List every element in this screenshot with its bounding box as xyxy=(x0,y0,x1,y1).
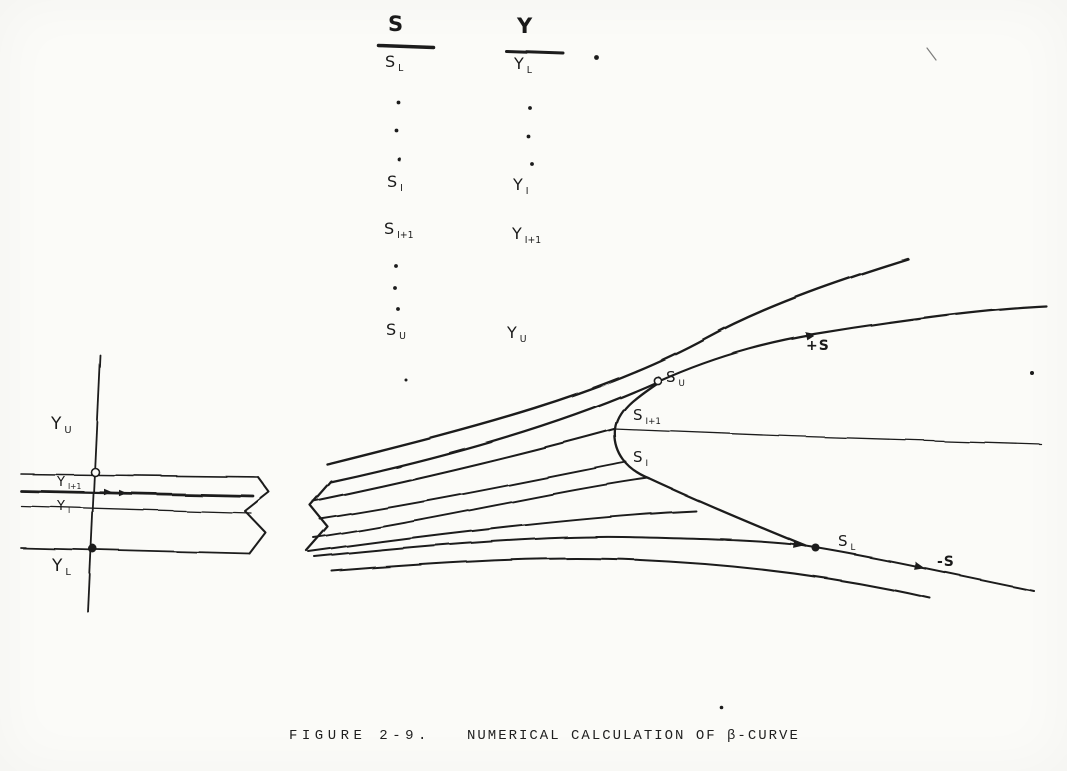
streamline-s-i xyxy=(319,461,627,520)
stray-tick xyxy=(926,47,937,61)
minus-s-arrowhead xyxy=(914,562,925,570)
stray-dot xyxy=(719,705,723,709)
streamline-s-i1-left xyxy=(312,428,615,502)
y-i-line xyxy=(20,505,252,514)
s-ellipsis-dot xyxy=(397,157,401,161)
streamline-mid xyxy=(308,510,697,553)
y-i1-arrowhead xyxy=(103,488,112,496)
figure-caption-number: FIGURE 2-9. xyxy=(289,728,431,744)
figure-caption-title: NUMERICAL CALCULATION OF β-CURVE xyxy=(467,728,800,744)
y-upper-point-circle xyxy=(90,467,100,477)
y-i1-arrowhead xyxy=(118,489,127,497)
s-upper-point-circle xyxy=(652,375,662,385)
s-lower-arrowhead xyxy=(793,541,803,549)
s-ellipsis-dot xyxy=(393,286,397,290)
s-header-underline xyxy=(376,43,435,49)
streamline-mid xyxy=(313,477,649,539)
stray-dot xyxy=(405,379,409,383)
s-ellipsis-dot xyxy=(394,128,398,132)
s-lower-point-dot xyxy=(812,544,820,552)
s-ellipsis-dot xyxy=(396,307,400,311)
right-diagram-break-zigzag xyxy=(305,479,333,553)
s-ellipsis-dot xyxy=(394,264,398,268)
minus-s-label: -S xyxy=(937,554,955,570)
y-upper-line xyxy=(20,473,259,478)
y-header-underline xyxy=(504,49,565,55)
y-ellipsis-dot xyxy=(527,135,531,139)
s-ellipsis-dot xyxy=(396,100,400,104)
stray-dot xyxy=(1030,371,1034,375)
beta-curve xyxy=(613,379,808,548)
plus-s-arrowhead xyxy=(805,332,816,340)
table-y-header: Y xyxy=(517,14,534,38)
y-ellipsis-dot xyxy=(530,162,534,166)
left-diagram-break-zigzag xyxy=(244,476,270,555)
streamline-s-lower xyxy=(314,535,1035,592)
y-i1-line xyxy=(19,489,255,498)
table-s-header: S xyxy=(388,12,405,36)
streamline-bottom xyxy=(331,557,931,599)
y-lower-line xyxy=(20,547,251,555)
streamline-top xyxy=(325,257,910,466)
streamline-s-upper xyxy=(328,304,1048,484)
y-lower-point-dot xyxy=(88,544,98,554)
stray-dot xyxy=(593,54,599,60)
axis-line xyxy=(87,354,101,613)
plus-s-label: +S xyxy=(806,338,830,354)
streamline-s-i1-right xyxy=(613,428,1042,445)
y-ellipsis-dot xyxy=(529,107,533,111)
